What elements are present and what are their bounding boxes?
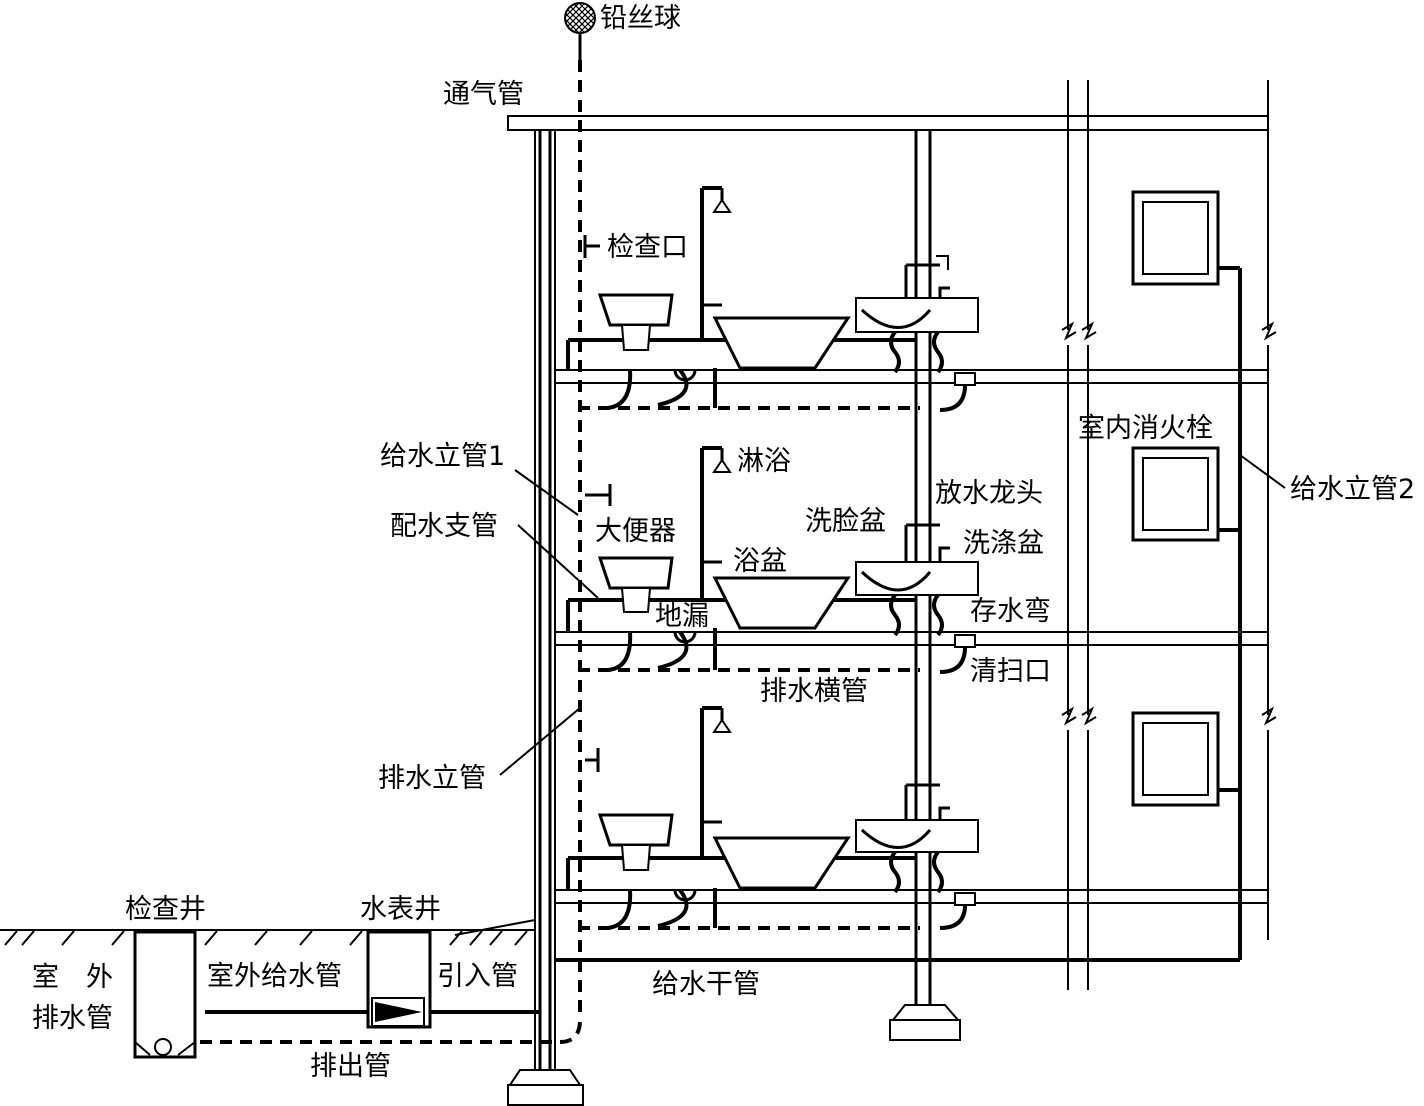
label-outlet-pipe: 排出管 xyxy=(310,1051,391,1082)
roof-slab xyxy=(507,115,1269,131)
label-inlet-pipe: 引入管 xyxy=(437,961,518,992)
floor-3-fixtures xyxy=(566,186,979,412)
inspection-well xyxy=(133,930,197,1059)
riser-base-left xyxy=(507,1069,584,1106)
ground-line xyxy=(0,929,535,946)
lead-ball-icon xyxy=(564,2,596,60)
label-outdoor-drain-line2: 排水管 xyxy=(32,1003,113,1034)
hydrant-cabinet-3 xyxy=(1131,190,1220,286)
building-left-wall xyxy=(534,130,556,1070)
label-supply-riser-2: 给水立管2 xyxy=(1290,474,1415,505)
label-floor-drain: 地漏 xyxy=(655,601,709,632)
label-outdoor-supply: 室外给水管 xyxy=(207,961,342,992)
label-lead-ball: 铅丝球 xyxy=(600,3,681,34)
label-vent-pipe: 通气管 xyxy=(443,79,524,110)
hydrant-cabinet-1 xyxy=(1131,711,1220,807)
label-indoor-hydrant: 室内消火栓 xyxy=(1078,413,1213,444)
building-right-wall-break xyxy=(1061,80,1097,990)
label-supply-main: 给水干管 xyxy=(652,969,760,1000)
supply-riser-1 xyxy=(538,130,552,1070)
label-inspection-port: 检查口 xyxy=(607,232,688,263)
floor-slab-2 xyxy=(555,631,1268,646)
floor-slab-3 xyxy=(555,369,1268,384)
label-supply-riser-1: 给水立管1 xyxy=(380,441,505,472)
label-shower: 淋浴 xyxy=(737,446,791,477)
building-far-right-wall xyxy=(1261,80,1277,940)
supply-riser-2 xyxy=(1218,266,1242,960)
label-drain-faucet: 放水龙头 xyxy=(935,478,1043,509)
label-meter-well: 水表井 xyxy=(360,894,441,925)
label-bathtub: 浴盆 xyxy=(733,546,787,577)
label-washbasin: 洗脸盆 xyxy=(805,506,886,537)
label-distribution-branch: 配水支管 xyxy=(390,511,498,542)
inspection-port-markers xyxy=(583,235,612,772)
floor-1-fixtures xyxy=(566,706,979,930)
label-outdoor-drain-line1: 室 外 xyxy=(32,962,113,993)
leader-lines xyxy=(499,454,1286,776)
floor-2-fixtures xyxy=(566,446,979,674)
outlet-drain-pipe xyxy=(200,1019,582,1044)
label-drain-horizontal: 排水横管 xyxy=(760,676,868,707)
floor-slab-1 xyxy=(555,889,1268,904)
label-toilet: 大便器 xyxy=(595,516,676,547)
label-cleanout: 清扫口 xyxy=(970,656,1051,687)
hydrant-cabinet-2 xyxy=(1131,446,1220,542)
meter-well xyxy=(366,930,432,1029)
label-inspection-well: 检查井 xyxy=(125,894,206,925)
inlet-slope-line xyxy=(454,919,536,936)
label-drain-riser: 排水立管 xyxy=(378,763,486,794)
label-trap: 存水弯 xyxy=(970,596,1051,627)
label-sink: 洗涤盆 xyxy=(963,528,1044,559)
